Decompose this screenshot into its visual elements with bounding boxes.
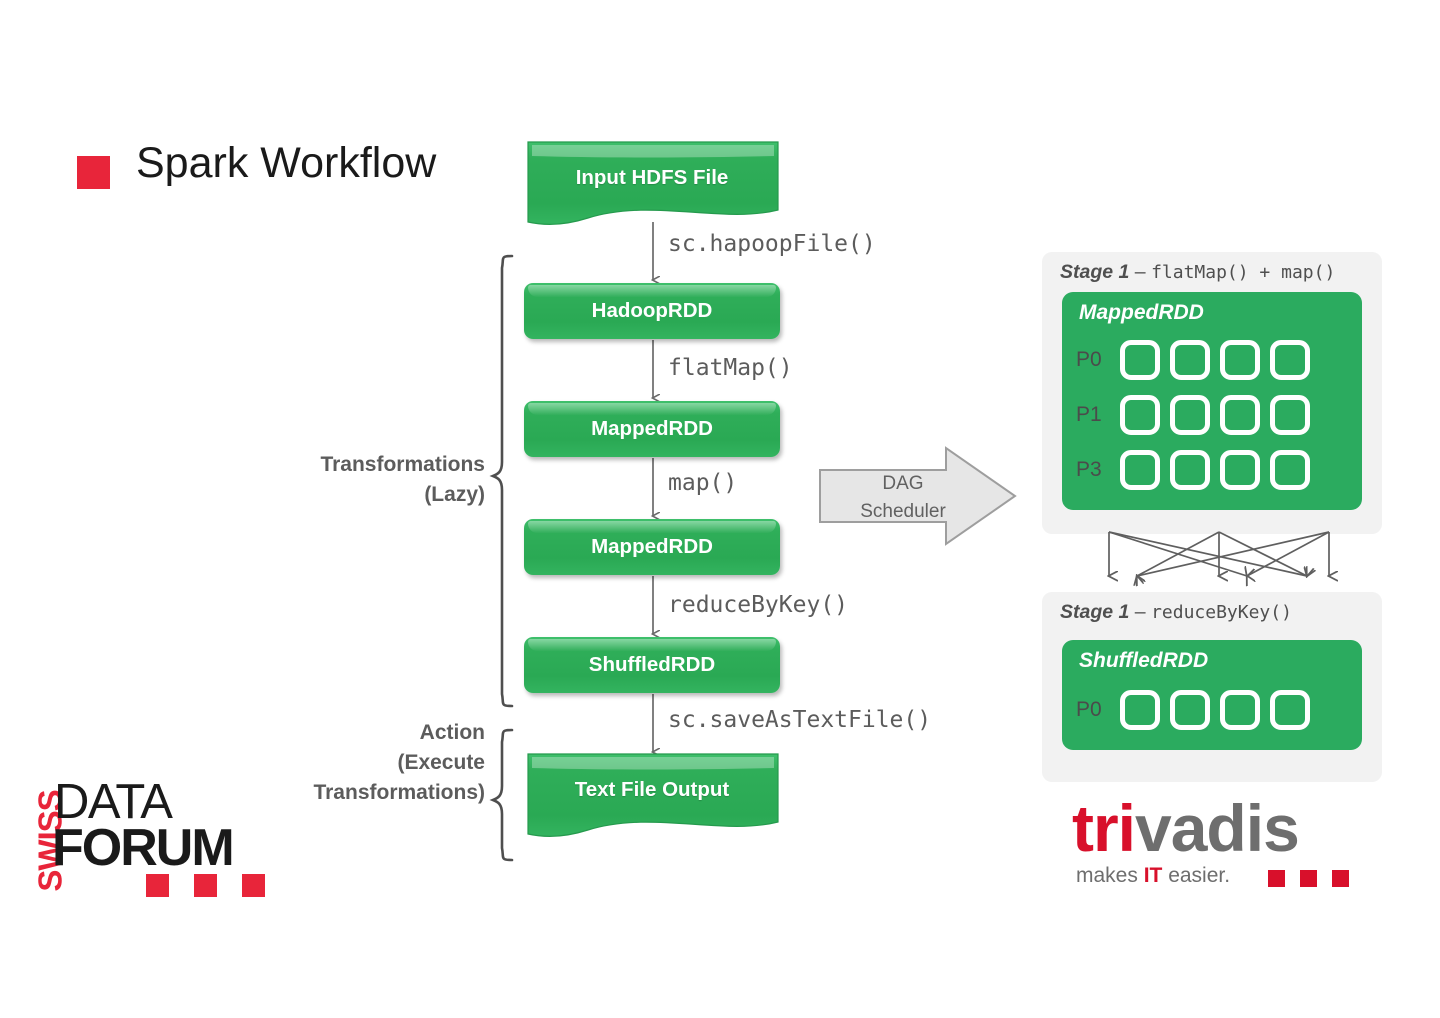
stage-operation: flatMap() + map() <box>1151 262 1336 283</box>
partition-cell <box>1120 340 1160 380</box>
tagline-pre: makes <box>1076 864 1144 887</box>
group-label-line1: Action <box>419 721 485 744</box>
group-label-action: Action (Execute Transformations) <box>180 718 485 807</box>
trivadis-logo: trivadis makes IT easier. <box>1072 790 1372 892</box>
logo-trivadis-wordmark: trivadis <box>1072 790 1300 866</box>
edge-label-reducebykey: reduceByKey() <box>668 592 849 618</box>
partition-cell <box>1220 450 1260 490</box>
logo-square <box>1268 870 1285 887</box>
stage-name: Stage 1 <box>1060 261 1130 283</box>
tagline-accent: IT <box>1143 864 1163 887</box>
partition-cell <box>1170 340 1210 380</box>
edge-label-hadoopfile: sc.hapoopFile() <box>668 231 876 257</box>
edge-label-saveastextfile: sc.saveAsTextFile() <box>668 707 932 733</box>
partition-cell <box>1220 395 1260 435</box>
logo-vadis-text: vadis <box>1135 791 1300 865</box>
flow-node-text-file-output[interactable]: Text File Output <box>522 750 782 842</box>
stage-operation: reduceByKey() <box>1151 602 1292 623</box>
edge-label-flatmap: flatMap() <box>668 355 793 381</box>
tagline-post: easier. <box>1162 864 1231 887</box>
logo-square <box>1300 870 1317 887</box>
swiss-data-forum-logo: SWISS DATA FORUM <box>18 775 278 897</box>
group-label-line1: Transformations <box>320 453 485 476</box>
partition-cell <box>1220 690 1260 730</box>
flow-node-hadooprdd[interactable]: HadoopRDD <box>524 283 780 339</box>
logo-square <box>146 874 169 897</box>
logo-square <box>194 874 217 897</box>
flow-node-label: Text File Output <box>574 778 730 801</box>
group-label-transformations: Transformations (Lazy) <box>200 450 485 510</box>
partition-cell <box>1170 450 1210 490</box>
stage-rdd-box[interactable]: MappedRDD P0 P1 P3 <box>1062 292 1362 510</box>
dag-scheduler-arrow-icon <box>819 446 1017 546</box>
stage-title: Stage 1 – flatMap() + map() <box>1060 261 1335 284</box>
partition-cell <box>1170 395 1210 435</box>
partition-cell <box>1270 690 1310 730</box>
partition-row: P3 <box>1076 450 1320 490</box>
document-shape-icon <box>527 753 779 837</box>
page-title: Spark Workflow <box>136 139 437 187</box>
partition-cell <box>1270 395 1310 435</box>
partition-cell <box>1170 690 1210 730</box>
partition-cell <box>1120 690 1160 730</box>
partition-cell <box>1270 450 1310 490</box>
dag-scheduler-line1: DAG <box>882 473 924 494</box>
group-label-line3: Transformations) <box>313 780 485 804</box>
logo-data-text: DATA <box>54 775 173 829</box>
partition-row: P1 <box>1076 395 1320 435</box>
dag-scheduler-line2: Scheduler <box>860 500 946 522</box>
flow-node-label: Input HDFS File <box>575 166 729 189</box>
logo-forum-text: FORUM <box>52 819 235 877</box>
partition-label: P0 <box>1076 698 1102 721</box>
rdd-name-label: ShuffledRDD <box>1079 649 1209 672</box>
flow-node-label: MappedRDD <box>591 535 713 558</box>
logo-trivadis-tagline: makes IT easier. <box>1076 864 1230 888</box>
edge-label-map: map() <box>668 470 738 496</box>
flow-node-label: MappedRDD <box>591 417 713 440</box>
document-shape-icon <box>527 141 779 225</box>
group-label-line2: (Lazy) <box>424 482 485 506</box>
stage-name: Stage 1 <box>1060 601 1130 623</box>
stage-dash: – <box>1129 261 1152 283</box>
flow-node-mappedrdd-2[interactable]: MappedRDD <box>524 519 780 575</box>
shuffle-arrows-icon <box>1095 531 1345 590</box>
stage-panel-2[interactable]: Stage 1 – reduceByKey() ShuffledRDD P0 <box>1042 592 1382 782</box>
stage-title: Stage 1 – reduceByKey() <box>1060 601 1292 624</box>
group-label-line2: (Execute <box>397 750 485 774</box>
stage-dash: – <box>1129 601 1152 623</box>
dag-scheduler-label: DAG Scheduler <box>838 470 968 525</box>
partition-label: P1 <box>1076 403 1102 426</box>
partition-cell <box>1270 340 1310 380</box>
partition-row: P0 <box>1076 690 1320 730</box>
partition-label: P3 <box>1076 458 1102 481</box>
logo-square <box>242 874 265 897</box>
partition-row: P0 <box>1076 340 1320 380</box>
partition-label: P0 <box>1076 348 1102 371</box>
stage-rdd-box[interactable]: ShuffledRDD P0 <box>1062 640 1362 750</box>
rdd-name-label: MappedRDD <box>1079 301 1204 324</box>
flow-node-shuffledrdd[interactable]: ShuffledRDD <box>524 637 780 693</box>
partition-cell <box>1120 395 1160 435</box>
flow-node-label: HadoopRDD <box>591 299 713 322</box>
flow-node-mappedrdd-1[interactable]: MappedRDD <box>524 401 780 457</box>
logo-tri-text: tri <box>1072 791 1136 865</box>
logo-square <box>1332 870 1349 887</box>
title-bullet-square <box>77 156 110 189</box>
stage-panel-1[interactable]: Stage 1 – flatMap() + map() MappedRDD P0… <box>1042 252 1382 534</box>
flow-node-input-hdfs-file[interactable]: Input HDFS File <box>522 138 782 230</box>
partition-cell <box>1120 450 1160 490</box>
partition-cell <box>1220 340 1260 380</box>
flow-node-label: ShuffledRDD <box>588 653 716 676</box>
